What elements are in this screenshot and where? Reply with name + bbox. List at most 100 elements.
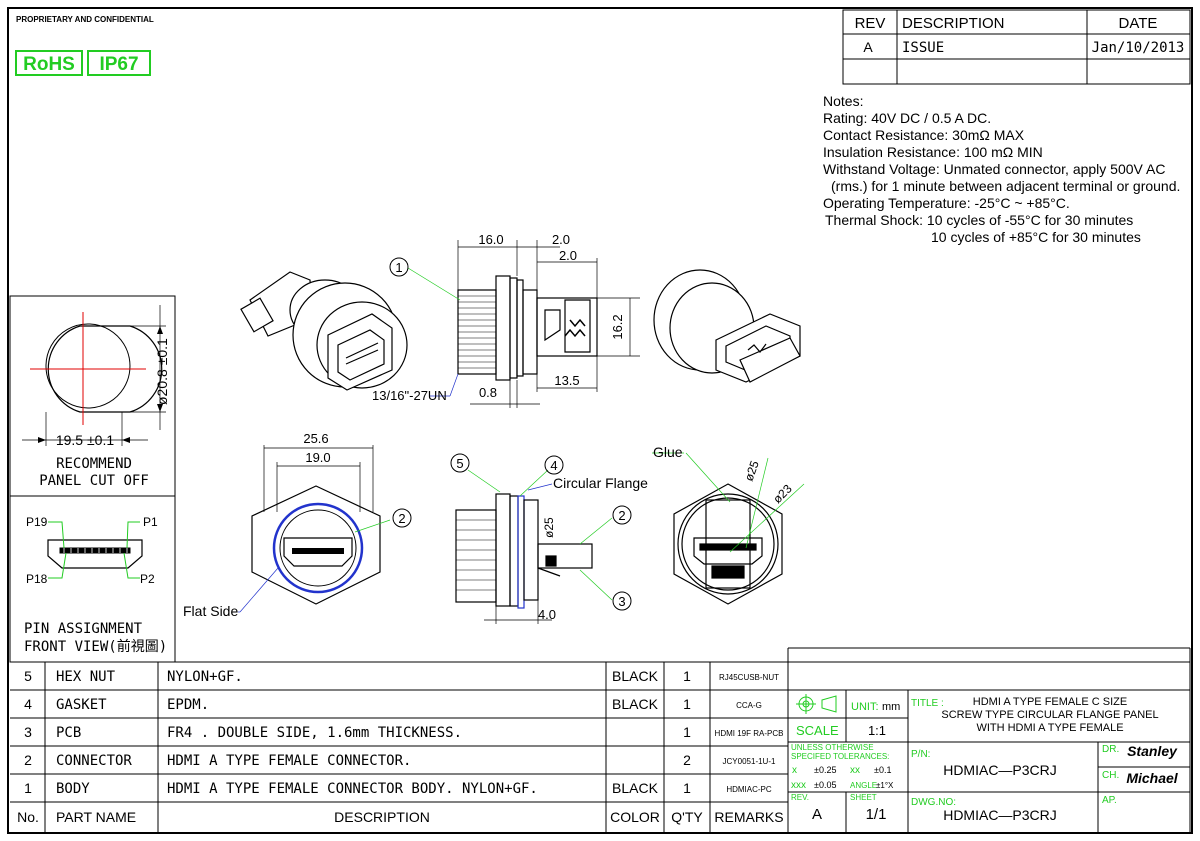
flat-side-label: Flat Side bbox=[183, 603, 238, 619]
rev-value: A bbox=[863, 39, 873, 55]
dim-13-5: 13.5 bbox=[554, 373, 579, 388]
pin-label-p2: P2 bbox=[140, 572, 155, 586]
tol-xx-value: ±0.1 bbox=[874, 765, 891, 775]
rohs-badge: RoHS bbox=[15, 50, 83, 76]
bom-qty: 1 bbox=[683, 724, 691, 740]
bom-remarks: HDMI 19F RA-PCB bbox=[715, 729, 784, 738]
panel-cutout-drawing bbox=[22, 305, 166, 446]
circular-flange-label: Circular Flange bbox=[553, 475, 648, 491]
bom-color: BLACK bbox=[612, 668, 659, 684]
bom-part: PCB bbox=[56, 725, 81, 741]
bom-table-grid bbox=[10, 647, 1190, 833]
balloon-1 bbox=[389, 257, 409, 277]
bom-header-color: COLOR bbox=[610, 809, 660, 825]
ap-label: AP. bbox=[1102, 795, 1117, 806]
tol-xxx-label: xxx bbox=[791, 780, 806, 791]
ch-label: CH. bbox=[1102, 770, 1119, 781]
balloon-5-label: 5 bbox=[456, 456, 463, 471]
note-line: 10 cycles of +85°C for 30 minutes bbox=[931, 229, 1141, 245]
rear-view bbox=[673, 483, 783, 605]
bom-desc: NYLON+GF. bbox=[167, 669, 243, 685]
side-view-dimension-lines bbox=[407, 240, 640, 408]
unit-label: UNIT: bbox=[851, 701, 879, 713]
balloon-2-front-label: 2 bbox=[398, 511, 405, 526]
bom-rows: 5 HEX NUT NYLON+GF. BLACK 1 RJ45CUSB-NUT… bbox=[17, 668, 784, 825]
tol-angle-label: ANGLE bbox=[850, 781, 877, 790]
dim-2-0-lower: 2.0 bbox=[559, 248, 577, 263]
date-header: DATE bbox=[1119, 15, 1158, 32]
dr-label: DR. bbox=[1102, 744, 1119, 755]
note-line: Thermal Shock: 10 cycles of -55°C for 30… bbox=[825, 212, 1133, 228]
side-view bbox=[457, 275, 598, 381]
bom-qty: 1 bbox=[683, 696, 691, 712]
bom-header-qty: Q'TY bbox=[671, 809, 703, 825]
bom-remarks: JCY0051-1U-1 bbox=[723, 757, 776, 766]
balloon-2-side bbox=[612, 505, 632, 525]
glue-label: Glue bbox=[653, 444, 683, 460]
dim-2-0-top: 2.0 bbox=[552, 232, 570, 247]
bom-color: BLACK bbox=[612, 696, 659, 712]
cutout-title-line1: RECOMMEND bbox=[56, 456, 132, 472]
bom-part: GASKET bbox=[56, 697, 107, 713]
tol-x-value: ±0.25 bbox=[814, 765, 836, 775]
rev-description-value: ISSUE bbox=[902, 40, 944, 56]
cutout-diameter-dim: ø20.8 ±0.1 bbox=[154, 338, 170, 405]
bom-desc: HDMI A TYPE FEMALE CONNECTOR. bbox=[167, 753, 411, 769]
dim-dia-25-side: ø25 bbox=[542, 517, 556, 538]
bom-no: 4 bbox=[24, 696, 32, 712]
title-line-2: SCREW TYPE CIRCULAR FLANGE PANEL bbox=[941, 709, 1158, 721]
balloon-2-side-label: 2 bbox=[618, 508, 625, 523]
bom-part: BODY bbox=[56, 781, 90, 797]
title-block-grid bbox=[788, 648, 1191, 833]
bom-remarks: HDMIAC-PC bbox=[726, 785, 772, 794]
note-line: Withstand Voltage: Unmated connector, ap… bbox=[823, 161, 1165, 177]
cutout-width-dim: 19.5 ±0.1 bbox=[56, 432, 114, 448]
dwg-value: HDMIAC—P3CRJ bbox=[943, 807, 1057, 823]
bom-no: 5 bbox=[24, 668, 32, 684]
bom-no: 3 bbox=[24, 724, 32, 740]
notes: Notes: Rating: 40V DC / 0.5 A DC. Contac… bbox=[823, 93, 1180, 245]
bom-header-part: PART NAME bbox=[56, 809, 136, 825]
bom-remarks: CCA-G bbox=[736, 701, 762, 710]
dim-16-0: 16.0 bbox=[478, 232, 503, 247]
notes-title: Notes: bbox=[823, 93, 863, 109]
balloon-4-label: 4 bbox=[550, 458, 557, 473]
ip67-badge: IP67 bbox=[87, 50, 151, 76]
note-line: Insulation Resistance: 100 mΩ MIN bbox=[823, 144, 1043, 160]
balloon-3 bbox=[612, 591, 632, 611]
balloon-1-label: 1 bbox=[395, 260, 402, 275]
balloon-4 bbox=[544, 455, 564, 475]
tol-xxx-value: ±0.05 bbox=[814, 780, 836, 790]
dim-4-0: 4.0 bbox=[538, 607, 556, 622]
ip67-label: IP67 bbox=[99, 54, 138, 75]
rev-label: REV. bbox=[791, 793, 809, 802]
dim-25-6: 25.6 bbox=[303, 431, 328, 446]
front-view bbox=[251, 485, 381, 605]
tolerance-title-line1: UNLESS OTHERWISE bbox=[791, 743, 874, 752]
front-view-dimension-lines bbox=[238, 445, 391, 613]
balloon-2-front bbox=[392, 508, 412, 528]
bom-desc: FR4 . DOUBLE SIDE, 1.6mm THICKNESS. bbox=[167, 725, 462, 741]
title-line-1: HDMI A TYPE FEMALE C SIZE bbox=[973, 696, 1127, 708]
sheet-value: 1/1 bbox=[866, 806, 887, 823]
dim-dia-25-rear: ø25 bbox=[742, 459, 762, 484]
bom-header-no: No. bbox=[17, 809, 39, 825]
rev-date-value: Jan/10/2013 bbox=[1092, 40, 1185, 56]
exploded-view-lines bbox=[467, 469, 613, 624]
rev-value-title: A bbox=[812, 806, 822, 823]
note-line: Rating: 40V DC / 0.5 A DC. bbox=[823, 110, 991, 126]
cutout-title-line2: PANEL CUT OFF bbox=[39, 473, 149, 489]
pn-value: HDMIAC—P3CRJ bbox=[943, 762, 1057, 778]
exploded-view bbox=[455, 493, 593, 609]
pin-label-p18: P18 bbox=[26, 572, 48, 586]
rear-view-leaders bbox=[652, 452, 805, 553]
bom-qty: 1 bbox=[683, 668, 691, 684]
dwg-label: DWG.NO: bbox=[911, 797, 956, 808]
title-line-3: WITH HDMI A TYPE FEMALE bbox=[976, 722, 1123, 734]
tol-xx-label: xx bbox=[850, 765, 860, 776]
bom-qty: 1 bbox=[683, 780, 691, 796]
bom-part: HEX NUT bbox=[56, 669, 116, 685]
bom-color: BLACK bbox=[612, 780, 659, 796]
dim-16-2: 16.2 bbox=[610, 314, 625, 339]
